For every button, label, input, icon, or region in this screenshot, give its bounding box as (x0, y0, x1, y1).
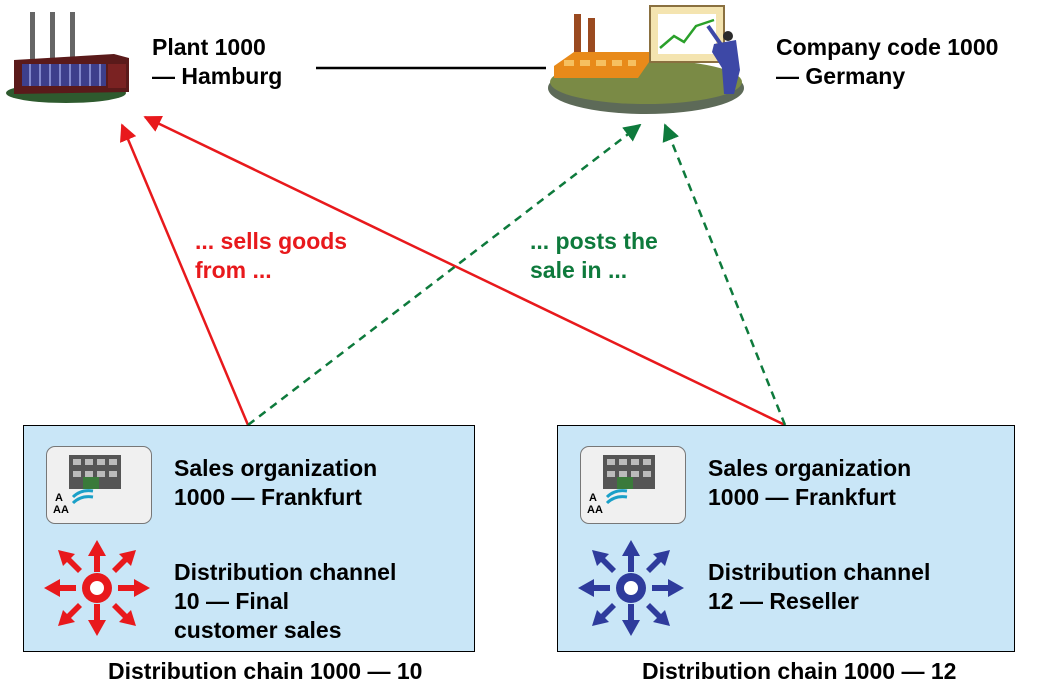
posts-arrow-right (662, 123, 787, 426)
distribution-chain-box-10: A A A Sales organization 1000 — Frankfur… (23, 425, 475, 652)
svg-text:A: A (61, 504, 69, 516)
distribution-channel-line1: Distribution channel (708, 559, 931, 585)
posts-arrow-left (247, 123, 642, 426)
distribution-chain-caption-12: Distribution chain 1000 — 12 (642, 658, 957, 684)
sales-organization-icon: A A A (46, 446, 152, 524)
distribution-channel-line2: 12 — Reseller (708, 588, 859, 614)
distribution-channel-icon (44, 540, 150, 636)
plant-label-line1: Plant 1000 (152, 34, 266, 60)
sales-organization-icon: A A A (580, 446, 686, 524)
svg-text:A: A (55, 492, 63, 504)
sales-org-line2: 1000 — Frankfurt (174, 484, 362, 510)
company-label-line1: Company code 1000 (776, 34, 999, 60)
sells-arrow-left (120, 123, 250, 426)
distribution-chain-box-12: A A A Sales organization 1000 — Frankfur… (557, 425, 1015, 652)
sells-annotation-line2: from ... (195, 257, 272, 283)
sells-arrow-right (143, 115, 786, 427)
svg-text:A: A (53, 504, 61, 516)
svg-text:A: A (589, 492, 597, 504)
distribution-channel-label-10: Distribution channel 10 — Final customer… (174, 558, 396, 645)
company-label: Company code 1000 — Germany (776, 33, 998, 91)
plant-label: Plant 1000 — Hamburg (152, 33, 282, 91)
plant-label-line2: — Hamburg (152, 63, 283, 89)
svg-text:A: A (595, 504, 603, 516)
distribution-channel-line2: 10 — Final (174, 588, 290, 614)
posts-annotation: ... posts the sale in ... (530, 227, 658, 285)
distribution-channel-line3: customer sales (174, 617, 342, 643)
company-presentation-icon (548, 5, 744, 114)
sales-org-label-10: Sales organization 1000 — Frankfurt (174, 454, 377, 512)
sales-org-line1: Sales organization (174, 455, 378, 481)
distribution-channel-icon (578, 540, 684, 636)
sales-org-line2: 1000 — Frankfurt (708, 484, 896, 510)
posts-annotation-line2: sale in ... (530, 257, 628, 283)
distribution-chain-caption-10: Distribution chain 1000 — 10 (108, 658, 423, 684)
sales-org-line1: Sales organization (708, 455, 912, 481)
distribution-channel-line1: Distribution channel (174, 559, 397, 585)
sells-annotation-line1: ... sells goods (195, 228, 348, 254)
posts-annotation-line1: ... posts the (530, 228, 658, 254)
distribution-channel-label-12: Distribution channel 12 — Reseller (708, 558, 930, 616)
svg-text:A: A (587, 504, 595, 516)
factory-icon (6, 12, 129, 103)
sales-org-label-12: Sales organization 1000 — Frankfurt (708, 454, 911, 512)
sells-annotation: ... sells goods from ... (195, 227, 347, 285)
company-label-line2: — Germany (776, 63, 906, 89)
